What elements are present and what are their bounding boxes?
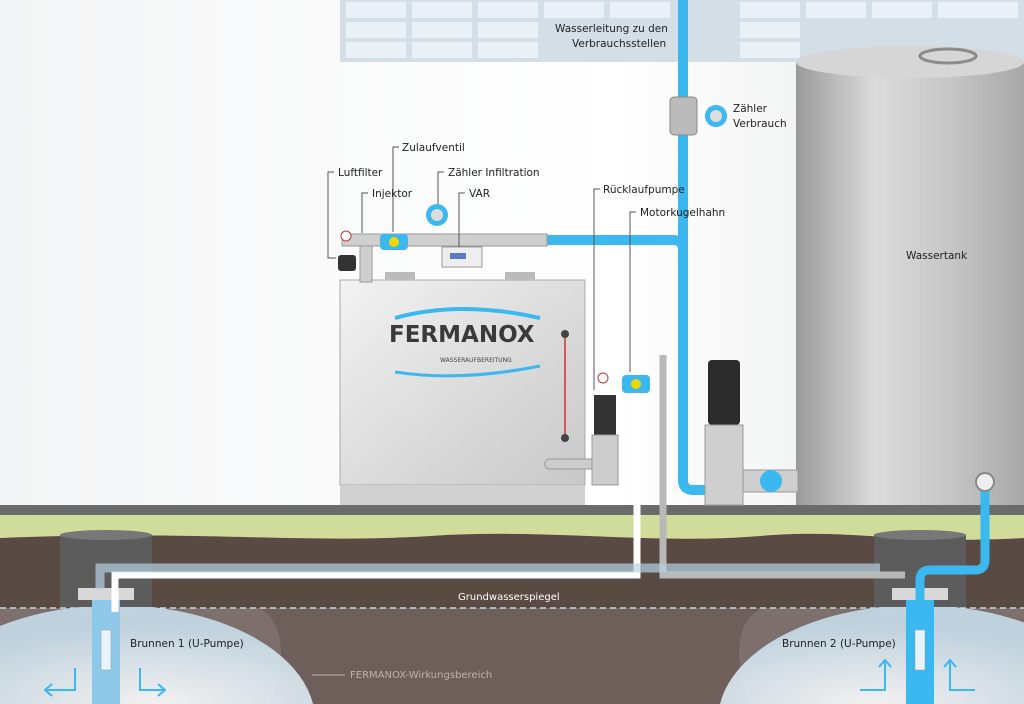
label-var: VAR (469, 188, 490, 200)
raw-pipe-1 (95, 563, 880, 590)
consumption-meter (669, 96, 727, 136)
well-1-zone (0, 605, 313, 704)
flow-arrow-icon (139, 668, 167, 697)
floor (0, 505, 1024, 515)
labels: Wasserleitung zu den Verbrauchsstellen Z… (130, 23, 968, 681)
pressure-gauge (975, 472, 995, 492)
label-water-tank: Wassertank (906, 250, 968, 262)
well-2-zone (720, 605, 1024, 704)
flow-arrow-icon (943, 658, 975, 691)
label-water-line-1: Wasserleitung zu den (555, 23, 668, 35)
flow-arrows (43, 658, 975, 697)
booster-pump (704, 360, 799, 506)
label-well-2: Brunnen 2 (U-Pumpe) (782, 638, 896, 650)
label-return-pump: Rücklaufpumpe (603, 184, 685, 196)
label-injector: Injektor (372, 188, 413, 200)
label-effect-area: FERMANOX-Wirkungsbereich (350, 670, 492, 681)
label-meter-infiltration: Zähler Infiltration (448, 167, 540, 179)
effect-area (260, 609, 760, 704)
label-meter-consumption-1: Zähler (733, 103, 768, 115)
water-tank (796, 46, 1024, 505)
label-motor-ball-valve: Motorkugelhahn (640, 207, 725, 219)
flow-arrow-icon (43, 668, 76, 697)
fermanox-unit: FERMANOX WASSERAUFBEREITUNG (339, 279, 601, 505)
return-pipe (659, 355, 905, 579)
flow-arrow-icon (860, 658, 892, 691)
infiltration-pipe (111, 358, 641, 612)
well-2-pipe (915, 485, 990, 610)
label-air-filter: Luftfilter (338, 167, 383, 179)
label-inlet-valve: Zulaufventil (402, 142, 465, 154)
label-groundwater-level: Grundwasserspiegel (458, 592, 560, 603)
label-well-1: Brunnen 1 (U-Pumpe) (130, 638, 244, 650)
brand-logo: FERMANOX (389, 322, 535, 348)
motor-ball-valve (597, 372, 650, 393)
grass (0, 515, 1024, 540)
treatment-feed-pipe (545, 235, 688, 251)
label-water-line-2: Verbrauchsstellen (572, 38, 666, 50)
valve-wheel (760, 470, 782, 492)
top-piping (338, 204, 548, 283)
air-filter (338, 255, 356, 271)
brand-tagline: WASSERAUFBEREITUNG (440, 357, 512, 364)
return-pump (591, 395, 619, 486)
label-meter-consumption-2: Verbrauch (733, 118, 787, 130)
supply-pipe (678, 0, 705, 495)
gauge-icon (340, 230, 352, 242)
tank-hatch (918, 47, 978, 65)
